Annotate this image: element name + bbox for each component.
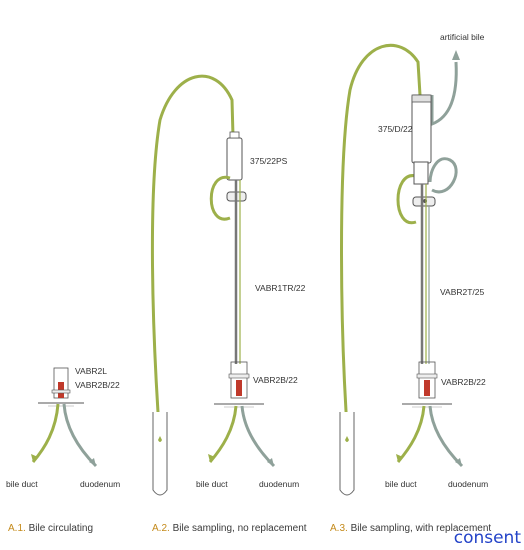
collection-tube-a2 bbox=[152, 412, 168, 496]
duodenum-tube-a1 bbox=[62, 403, 98, 468]
artificial-bile-tube bbox=[430, 61, 458, 127]
label-375-22ps: 375/22PS bbox=[250, 156, 288, 166]
collection-tube-a3 bbox=[339, 412, 355, 496]
caption-a2: A.2. Bile sampling, no replacement bbox=[152, 523, 307, 534]
sampling-tube-a3 bbox=[340, 43, 422, 443]
label-bile-duct-a2: bile duct bbox=[196, 479, 228, 489]
valve-a3-red-core bbox=[424, 380, 430, 396]
label-duodenum-a2: duodenum bbox=[259, 479, 299, 489]
duodenum-tube-a3 bbox=[428, 405, 464, 468]
filter-375-d-22 bbox=[411, 94, 432, 164]
diagram-a2: 375/22PS VABR1TR/22 VABR2B/22 bile duct … bbox=[150, 74, 307, 534]
bile-duct-tube-a2 bbox=[208, 405, 238, 463]
valve-a2-red-core bbox=[236, 380, 242, 396]
label-duodenum-a3: duodenum bbox=[448, 479, 488, 489]
filter-375-22ps bbox=[226, 137, 243, 181]
bile-duct-tube-a3 bbox=[396, 405, 426, 463]
green-loop-a3 bbox=[396, 174, 417, 225]
connector-a3 bbox=[413, 161, 429, 185]
label-artificial-bile: artificial bile bbox=[440, 32, 485, 42]
label-vabr2b-a3: VABR2B/22 bbox=[441, 377, 486, 387]
label-bile-duct-a3: bile duct bbox=[385, 479, 417, 489]
label-vabr2l: VABR2L bbox=[75, 366, 107, 376]
bile-duct-tube-a1 bbox=[31, 403, 60, 463]
consent-link[interactable]: consent bbox=[453, 528, 521, 548]
label-vabr2b-a1: VABR2B/22 bbox=[75, 380, 120, 390]
sampling-tube-a2 bbox=[150, 74, 235, 443]
diagram-a1: VABR2L VABR2B/22 bile duct duodenum A.1.… bbox=[6, 366, 120, 534]
diagram-a3: artificial bile 375/D/22 VABR2T/25 VABR2… bbox=[330, 32, 491, 534]
label-375-d-22: 375/D/22 bbox=[378, 124, 413, 134]
tube-loop-a2 bbox=[209, 175, 231, 221]
valve-a2 bbox=[230, 361, 248, 399]
grey-loop-a3 bbox=[428, 157, 458, 194]
valve-a3 bbox=[418, 361, 436, 399]
label-duodenum-a1: duodenum bbox=[80, 479, 120, 489]
label-vabr2t: VABR2T/25 bbox=[440, 287, 485, 297]
label-bile-duct-a1: bile duct bbox=[6, 479, 38, 489]
caption-a1: A.1. Bile circulating bbox=[8, 523, 93, 534]
duodenum-tube-a2 bbox=[240, 405, 276, 468]
caption-a3: A.3. Bile sampling, with replacement bbox=[330, 523, 491, 534]
label-vabr2b-a2: VABR2B/22 bbox=[253, 375, 298, 385]
label-vabr1tr: VABR1TR/22 bbox=[255, 283, 306, 293]
